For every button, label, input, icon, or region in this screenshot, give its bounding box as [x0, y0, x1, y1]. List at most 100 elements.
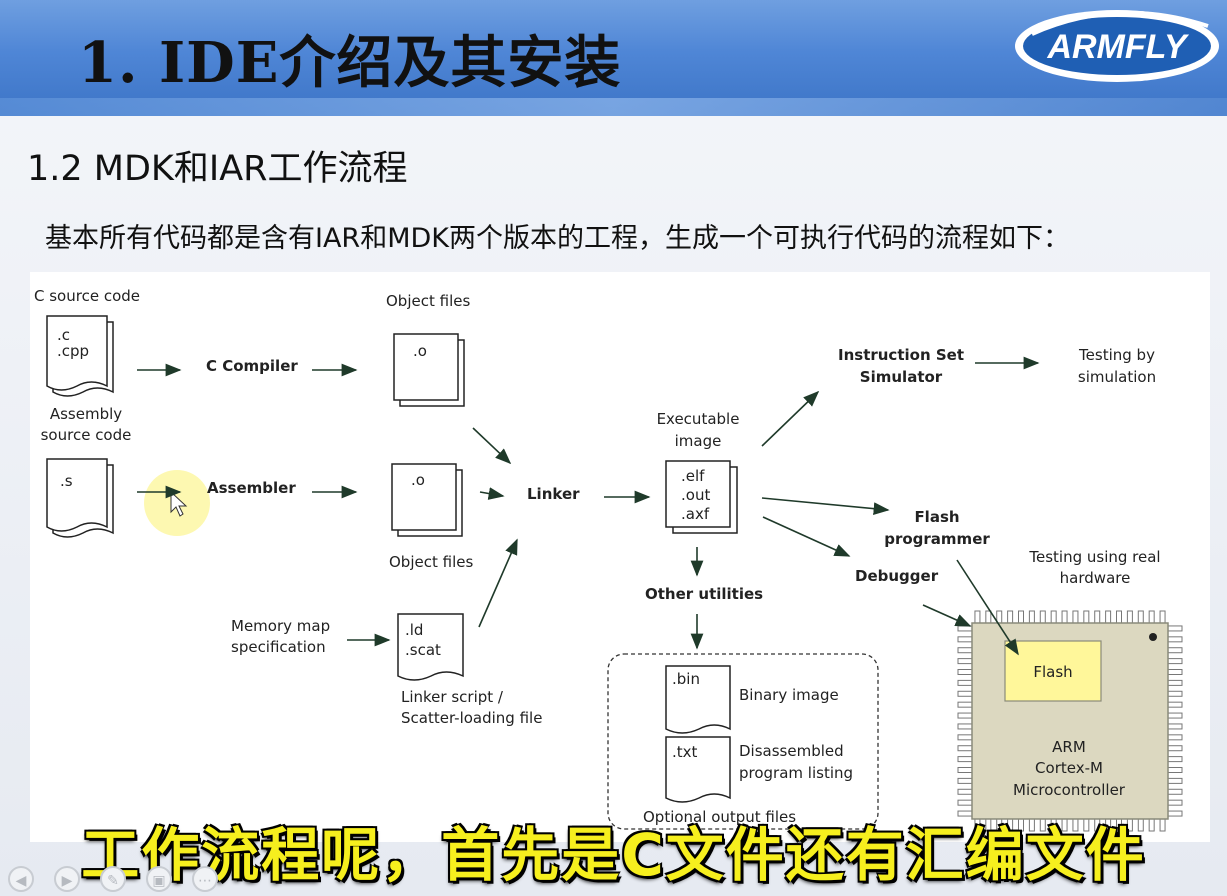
- mcu-pin: [957, 679, 973, 686]
- mcu-pin: [1018, 610, 1024, 624]
- flash-block: [1004, 640, 1102, 702]
- mcu-pin: [957, 756, 973, 763]
- c-source-doc: .c .cpp: [46, 315, 114, 397]
- asm-source-doc: .s: [46, 458, 114, 538]
- mcu-pin: [1116, 610, 1122, 624]
- mcu-pin: [1148, 610, 1155, 624]
- mcu-pin: [1167, 734, 1183, 741]
- section-title: 1.2 MDK和IAR工作流程: [27, 149, 408, 189]
- flash-label: Flash: [1033, 663, 1072, 681]
- mcu-pin: [1083, 610, 1090, 624]
- mcu-pin: [1105, 610, 1112, 624]
- executable-label-1: Executable: [657, 410, 740, 428]
- mcu-pin: [957, 723, 973, 730]
- bin-ext: .bin: [672, 670, 700, 688]
- mcu-pin: [1137, 610, 1144, 624]
- mcu-pin: [1167, 767, 1183, 773]
- mcu-pin: [957, 767, 973, 773]
- mcu-pin: [957, 690, 973, 697]
- mcu-pin: [957, 788, 973, 795]
- intro-text: 基本所有代码都是含有IAR和MDK两个版本的工程，生成一个可执行代码的流程如下：: [45, 223, 1070, 254]
- executable-label-2: image: [675, 432, 722, 450]
- other-utilities-label: Other utilities: [645, 585, 763, 603]
- axf-ext: .axf: [681, 505, 710, 523]
- testing-hw-label-2: hardware: [1060, 569, 1131, 587]
- scat-ext: .scat: [405, 641, 441, 659]
- memory-map-label-1: Memory map: [231, 617, 330, 635]
- mcu-pin: [1167, 636, 1183, 643]
- linker-script-label-1: Linker script /: [401, 688, 504, 706]
- bin-doc: .bin: [665, 665, 731, 734]
- more-options-button[interactable]: ⋯: [192, 866, 218, 892]
- debugger-label: Debugger: [855, 567, 939, 585]
- binary-image-label: Binary image: [739, 686, 839, 704]
- txt-ext: .txt: [672, 743, 698, 761]
- arrow-obj-bottom-to-linker: [479, 487, 505, 500]
- disassembled-label-2: program listing: [739, 764, 853, 782]
- mcu-pin: [1028, 610, 1035, 624]
- arrow-exec-to-debugger: [762, 516, 851, 557]
- mcu-pin: [1167, 712, 1183, 719]
- mcu-pin: [957, 745, 973, 752]
- mcu-pin: [1126, 610, 1133, 624]
- flash-programmer-label-1: Flash: [914, 508, 959, 526]
- mcu-pin: [985, 610, 992, 624]
- mcu-pin: [957, 669, 973, 675]
- mcu-pin: [957, 658, 973, 665]
- mcu-pin: [1167, 690, 1183, 697]
- mcu-pin: [1167, 658, 1183, 665]
- mcu-pin: [1167, 625, 1183, 632]
- testing-sim-label-2: simulation: [1078, 368, 1156, 386]
- subtitle-caption: 工作流程呢，首先是C文件还有汇编文件: [81, 821, 1146, 889]
- mcu-pin: [957, 647, 973, 654]
- diagram-panel: C source code .c .cpp Assembly source co…: [30, 272, 1210, 842]
- workflow-diagram: C source code .c .cpp Assembly source co…: [34, 287, 1183, 832]
- assembler-label: Assembler: [207, 479, 296, 497]
- obj-ext-top: .o: [413, 342, 427, 360]
- slide-view-button[interactable]: ▣: [146, 866, 172, 892]
- mcu-pin: [957, 777, 973, 784]
- pen-tool-button[interactable]: ✎: [100, 866, 126, 892]
- arrow-script-to-linker: [478, 538, 518, 628]
- mcu-pin: [957, 712, 973, 719]
- txt-doc: .txt: [665, 736, 731, 803]
- arrow-flashprog-to-flash: [956, 559, 1019, 656]
- mcu-pin: [1167, 723, 1183, 730]
- slide-title: 1. IDE介绍及其安装: [78, 30, 622, 96]
- ld-ext: .ld: [405, 621, 423, 639]
- slide-header: 1. IDE介绍及其安装 ARMFLY: [0, 0, 1227, 116]
- arrow-obj-top-to-linker: [472, 427, 512, 465]
- mcu-pin: [1072, 610, 1079, 624]
- mcu-label-3: Microcontroller: [1013, 781, 1126, 799]
- mcu-pin: [1167, 777, 1183, 784]
- next-slide-button[interactable]: ▶: [54, 866, 80, 892]
- obj-file-bottom: .o: [391, 463, 463, 537]
- mcu-pin: [1167, 647, 1183, 654]
- arrow-debugger-to-mcu: [922, 604, 972, 627]
- mcu-pin: [957, 625, 973, 632]
- mcu-pin: [957, 734, 973, 741]
- prev-slide-button[interactable]: ◀: [8, 866, 34, 892]
- mcu-pin: [1050, 610, 1057, 624]
- object-files-bottom-label: Object files: [389, 553, 473, 571]
- executable-doc: .elf .out .axf: [665, 460, 738, 534]
- mcu-pin: [974, 610, 981, 624]
- arrow-exec-to-iss: [761, 390, 820, 447]
- mcu-pin: [1167, 701, 1183, 708]
- obj-ext-bottom: .o: [411, 471, 425, 489]
- cpp-ext: .cpp: [57, 342, 89, 360]
- mcu-pins: [957, 610, 1183, 832]
- arrow-exec-to-flashprog: [761, 497, 890, 516]
- mcu-label-1: ARM: [1052, 738, 1086, 756]
- flash-programmer-label-2: programmer: [884, 530, 990, 548]
- mcu-pin1-dot: [1149, 633, 1157, 641]
- linker-label: Linker: [527, 485, 580, 503]
- logo-text: ARMFLY: [1046, 28, 1189, 66]
- mcu-label-2: Cortex-M: [1035, 759, 1103, 777]
- linker-script-doc: .ld .scat: [397, 613, 464, 681]
- out-ext: .out: [681, 486, 710, 504]
- optional-outputs-box: [607, 653, 879, 830]
- iss-label-1: Instruction Set: [838, 346, 964, 364]
- c-source-label: C source code: [34, 287, 140, 305]
- optional-output-label: Optional output files: [643, 808, 796, 826]
